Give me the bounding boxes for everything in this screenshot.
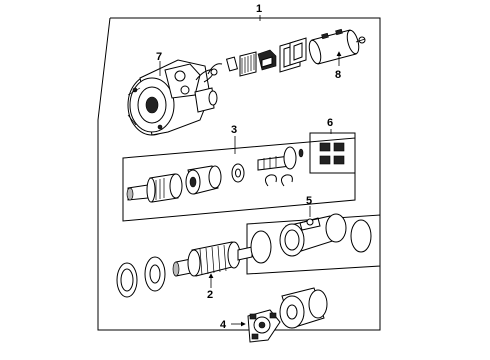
drive-shaft	[126, 173, 183, 203]
brush-holder	[247, 309, 281, 343]
solenoid	[308, 28, 366, 65]
callout-2: 2	[207, 289, 213, 301]
callout-5: 5	[306, 195, 312, 207]
bearing-seal-left	[116, 262, 138, 298]
callout-8: 8	[335, 69, 341, 81]
armature	[172, 241, 253, 277]
lever-fork	[195, 63, 223, 83]
plunger-parts	[225, 51, 257, 77]
clutch-gear	[185, 165, 222, 195]
field-yoke	[279, 213, 347, 257]
callout-3: 3	[231, 124, 237, 136]
callout-6: 6	[327, 117, 333, 129]
bearing-seal-right	[144, 256, 166, 292]
yoke-gaskets	[250, 219, 372, 264]
callout-1: 1	[256, 3, 262, 15]
callout-4: 4	[220, 319, 227, 331]
end-cover	[279, 287, 328, 329]
washer	[231, 163, 245, 183]
group-outline-6	[309, 132, 356, 174]
drive-housing	[127, 59, 218, 136]
contact-plate	[257, 49, 277, 71]
seal-rings	[279, 37, 307, 73]
snap-rings	[264, 174, 293, 187]
callout-7: 7	[156, 51, 162, 63]
assembly-outline	[97, 17, 381, 331]
group-outline-3	[122, 137, 356, 222]
callouts: 1 2 3 4 5 6 7 8	[156, 3, 342, 331]
pinion-shaft	[257, 146, 304, 171]
brush-set	[319, 142, 345, 165]
